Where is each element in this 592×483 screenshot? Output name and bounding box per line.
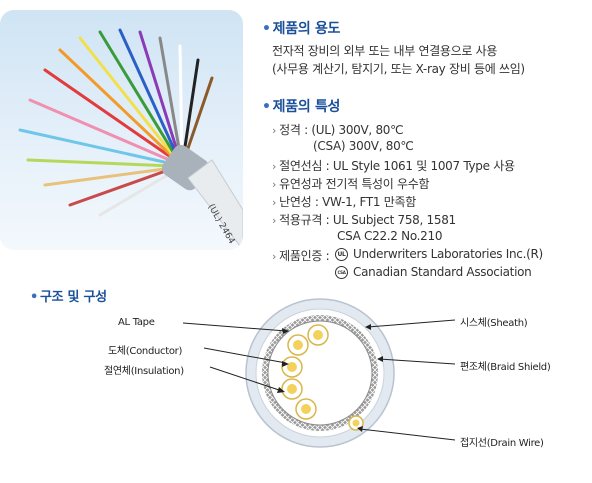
chevron-right-icon: › xyxy=(272,178,277,191)
label-insulation: 절연체(Insulation) xyxy=(104,366,184,377)
structure-heading: •구조 및 구성 xyxy=(30,290,107,305)
chevron-right-icon: › xyxy=(272,250,277,263)
spec-flame-retardant: ›난연성 : VW-1, FT1 만족함 xyxy=(272,195,416,209)
spec-standard: ›적용규격 : UL Subject 758, 1581 xyxy=(272,213,456,227)
csa-logo-icon: CSA xyxy=(335,266,348,279)
bullet-icon: • xyxy=(262,99,271,115)
spec-insulated-core: ›절연선심 : UL Style 1061 및 1007 Type 사용 xyxy=(272,159,515,173)
spec-certification: ›제품인증 : xyxy=(272,249,330,263)
chevron-right-icon: › xyxy=(272,196,277,209)
cable-illustration: (UL) 2464 xyxy=(18,28,243,250)
label-conductor: 도체(Conductor) xyxy=(108,346,183,357)
features-heading: •제품의 특성 xyxy=(262,99,341,115)
spec-rating-csa: (CSA) 300V, 80℃ xyxy=(313,139,414,153)
usage-line-2: (사무용 계산기, 탐지기, 또는 X-ray 장비 등에 쓰임) xyxy=(272,62,525,76)
spec-rating: ›정격 : (UL) 300V, 80℃ xyxy=(272,123,404,137)
bullet-icon: • xyxy=(30,290,39,305)
label-drain-wire: 접지선(Drain Wire) xyxy=(460,438,544,449)
chevron-right-icon: › xyxy=(272,160,277,173)
chevron-right-icon: › xyxy=(272,214,277,227)
conductor-group xyxy=(281,324,329,420)
bullet-icon: • xyxy=(262,21,271,37)
cross-section-diagram: AL Tape 도체(Conductor) 절연체(Insulation) 시스… xyxy=(0,285,592,479)
usage-heading: •제품의 용도 xyxy=(262,21,341,37)
label-sheath: 시스체(Sheath) xyxy=(460,318,528,329)
cross-section-svg xyxy=(182,298,456,448)
chevron-right-icon: › xyxy=(272,124,277,137)
spec-flexibility: ›유연성과 전기적 특성이 우수함 xyxy=(272,177,430,191)
label-al-tape: AL Tape xyxy=(118,317,155,328)
cable-photo: (UL) 2464 xyxy=(0,10,243,250)
spec-standard-csa: CSA C22.2 No.210 xyxy=(337,229,443,243)
label-braid-shield: 편조체(Braid Shield) xyxy=(460,362,551,373)
usage-line-1: 전자적 장비의 외부 또는 내부 연결용으로 사용 xyxy=(272,44,498,58)
ul-logo-icon: UL xyxy=(335,248,348,261)
